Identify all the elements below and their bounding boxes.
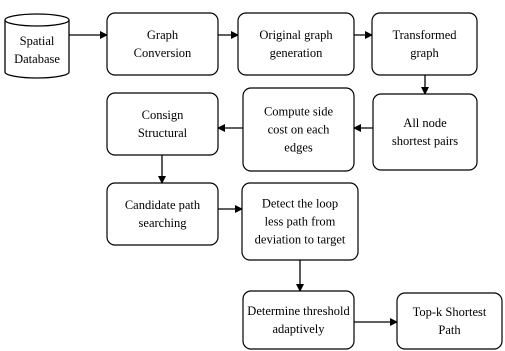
node-candidate-path-searching: Candidate path searching <box>106 182 219 246</box>
node-label-line: Database <box>14 52 60 66</box>
node-label-line: Candidate path <box>125 198 201 212</box>
node-label-line: Spatial <box>20 34 55 48</box>
node-all-node-shortest-pairs: All node shortest pairs <box>372 93 478 171</box>
node-label-line: Conversion <box>134 46 192 60</box>
node-label-line: Transformed <box>392 28 457 42</box>
node-label-line: Consign <box>142 108 184 122</box>
node-label-line: generation <box>270 46 324 60</box>
node-label-line: graph <box>410 46 439 60</box>
node-label-line: edges <box>284 141 313 155</box>
node-original-graph-generation: Original graph generation <box>237 12 355 76</box>
node-box <box>241 182 359 261</box>
node-label-line: Path <box>438 323 461 337</box>
node-compute-side-cost: Compute side cost on each edges <box>242 87 355 172</box>
node-label-line: Determine threshold <box>247 304 350 318</box>
node-label-line: shortest pairs <box>392 134 458 148</box>
node-box <box>242 87 355 172</box>
node-box <box>237 12 355 76</box>
node-box <box>106 182 219 246</box>
node-label-line: All node <box>403 116 447 130</box>
node-detect-loop-less-path: Detect the loop less path from deviation t… <box>241 182 359 261</box>
node-label-line: Top-k Shortest <box>413 305 487 319</box>
node-label-line: Graph <box>147 28 179 42</box>
cylinder-body-shape <box>4 20 70 79</box>
node-label-line: adaptively <box>272 322 325 336</box>
cylinder-top-shape <box>4 13 70 27</box>
node-box <box>106 12 219 76</box>
node-label-line: Structural <box>138 126 188 140</box>
node-label-line: searching <box>139 216 188 230</box>
edges-layer <box>69 31 429 326</box>
node-label-line: Compute side <box>264 105 334 119</box>
node-box <box>242 290 355 350</box>
node-label-line: deviation to target <box>255 233 346 247</box>
node-determine-threshold: Determine threshold adaptively <box>242 290 355 350</box>
node-transformed-graph: Transformed graph <box>371 12 478 76</box>
node-box <box>372 93 478 171</box>
node-box <box>371 12 478 76</box>
node-box <box>106 92 219 156</box>
node-label-line: less path from <box>265 215 336 229</box>
node-label-line: cost on each <box>268 123 331 137</box>
node-label-line: Detect the loop <box>262 197 338 211</box>
node-box <box>396 292 503 350</box>
node-label-line: Original graph <box>259 28 333 42</box>
